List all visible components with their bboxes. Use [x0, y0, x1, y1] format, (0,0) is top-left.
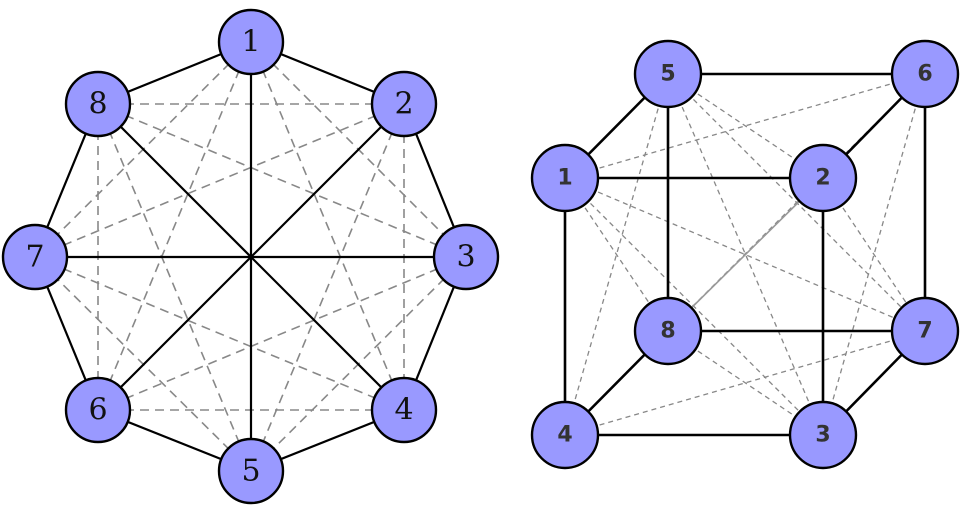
node-label: 5 — [660, 62, 675, 87]
right-dashed-edge-1-7 — [564, 177, 926, 332]
node-label: 8 — [660, 319, 675, 344]
node-circle — [633, 296, 703, 366]
left-node-5: 5 — [217, 437, 285, 505]
node-circle — [788, 400, 858, 470]
left-dashed-edge-1-6 — [97, 41, 252, 411]
left-node-7: 7 — [1, 223, 69, 291]
right-node-3: 3 — [788, 400, 858, 470]
left-dashed-edge-3-6 — [97, 256, 467, 411]
node-label: 7 — [25, 240, 44, 275]
node-label: 4 — [557, 423, 572, 448]
left-dashed-edge-3-8 — [97, 103, 467, 258]
node-label: 1 — [241, 25, 260, 60]
right-graph-nodes: 1 2 3 4 5 6 7 8 — [530, 39, 960, 470]
right-gray-edge-2-8 — [667, 177, 824, 332]
node-circle — [432, 223, 500, 291]
left-dashed-edge-4-7 — [34, 256, 405, 411]
node-label: 6 — [917, 62, 932, 87]
node-label: 2 — [394, 87, 413, 122]
right-node-6: 6 — [890, 39, 960, 109]
left-node-8: 8 — [64, 70, 132, 138]
left-solid-edge-4-8 — [97, 103, 405, 411]
left-node-3: 3 — [432, 223, 500, 291]
left-graph-nodes: 1 2 3 4 5 6 7 8 — [1, 8, 500, 505]
right-node-2: 2 — [788, 143, 858, 213]
node-label: 3 — [815, 423, 830, 448]
node-circle — [890, 39, 960, 109]
node-label: 2 — [815, 166, 830, 191]
node-label: 5 — [241, 454, 260, 489]
node-label: 3 — [456, 240, 475, 275]
right-node-5: 5 — [633, 39, 703, 109]
right-graph-edges — [563, 72, 927, 437]
right-node-8: 8 — [633, 296, 703, 366]
node-circle — [64, 376, 132, 444]
node-circle — [530, 400, 600, 470]
node-circle — [530, 143, 600, 213]
left-node-4: 4 — [370, 376, 438, 444]
node-label: 1 — [557, 166, 572, 191]
right-dashed-edge-6-8 — [667, 73, 926, 332]
node-circle — [370, 70, 438, 138]
left-dashed-edge-5-8 — [97, 103, 252, 472]
node-circle — [633, 39, 703, 109]
node-circle — [370, 376, 438, 444]
node-circle — [217, 437, 285, 505]
node-label: 4 — [394, 393, 413, 428]
node-circle — [788, 143, 858, 213]
node-label: 7 — [917, 319, 932, 344]
right-dashed-edge-5-3 — [667, 73, 824, 436]
node-circle — [890, 296, 960, 366]
node-circle — [217, 8, 285, 76]
right-node-4: 4 — [530, 400, 600, 470]
left-node-6: 6 — [64, 376, 132, 444]
left-node-2: 2 — [370, 70, 438, 138]
node-circle — [64, 70, 132, 138]
right-node-1: 1 — [530, 143, 600, 213]
node-circle — [1, 223, 69, 291]
node-label: 8 — [88, 87, 107, 122]
right-dashed-edge-1-3 — [564, 177, 824, 436]
node-label: 6 — [88, 393, 107, 428]
left-node-1: 1 — [217, 8, 285, 76]
left-dashed-edge-2-7 — [34, 103, 405, 258]
right-node-7: 7 — [890, 296, 960, 366]
